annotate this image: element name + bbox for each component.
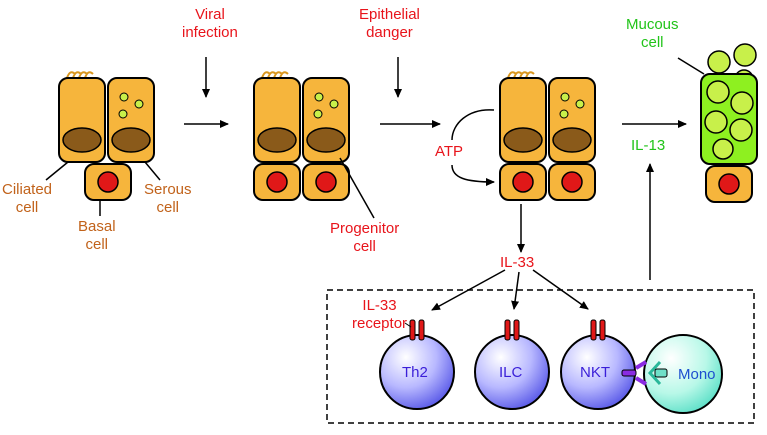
progenitor-leader	[339, 157, 375, 219]
ilc-cell	[474, 334, 550, 410]
epithelium-progenitor	[253, 71, 375, 219]
th2-cell	[379, 334, 455, 410]
progenitor-nucleus	[561, 171, 583, 193]
immune-cells	[379, 319, 723, 414]
mono-label: Mono	[678, 366, 716, 383]
progenitor-nucleus	[315, 171, 337, 193]
epithelium-normal	[45, 71, 161, 216]
progenitor-cell-label: Progenitor cell	[330, 220, 400, 255]
serous-nucleus	[306, 127, 346, 153]
ilc-label: ILC	[499, 364, 523, 381]
serous-nucleus	[552, 127, 592, 153]
granule	[560, 92, 570, 102]
mucous-granule	[707, 50, 731, 74]
mucous-cell-label: Mucous cell	[626, 16, 679, 51]
ciliated-nucleus	[62, 127, 102, 153]
tcr-icon	[621, 360, 648, 386]
mucous-granule	[729, 118, 753, 142]
epithelial-danger-label: Epithelial danger	[359, 6, 420, 41]
ciliated-nucleus	[503, 127, 543, 153]
epithelium-mucous	[677, 43, 758, 203]
receptor-icon	[590, 319, 606, 341]
receptor-icon	[504, 319, 520, 341]
viral-infection-label: Viral infection	[182, 6, 238, 41]
mucous-leader	[677, 57, 705, 75]
atp-loop-bottom	[451, 164, 495, 186]
serous-cell-label: Serous cell	[144, 181, 192, 216]
il33-receptor-label: IL-33 receptor	[352, 297, 408, 332]
progenitor-nucleus	[266, 171, 288, 193]
ciliated-leader	[45, 161, 69, 181]
basal-nucleus	[718, 173, 740, 195]
granule	[118, 109, 128, 119]
serous-nucleus	[111, 127, 151, 153]
granule	[313, 109, 323, 119]
basal-cell-label: Basal cell	[78, 218, 116, 253]
il13-label: IL-13	[631, 137, 666, 154]
il33-to-ilc-arrow	[511, 271, 520, 310]
nkt-label: NKT	[580, 364, 610, 381]
receptor-leader	[404, 322, 412, 328]
granule	[559, 109, 569, 119]
epithelium-danger	[451, 71, 596, 201]
mucous-granule	[706, 80, 730, 104]
cilia-icon	[261, 71, 289, 79]
mucous-granule	[730, 91, 754, 115]
cilia-icon	[507, 71, 535, 79]
cd1d-icon	[647, 360, 668, 386]
th2-label: Th2	[402, 364, 428, 381]
progenitor-nucleus	[512, 171, 534, 193]
mucous-granule	[733, 43, 757, 67]
granule	[329, 99, 339, 109]
basal-nucleus	[97, 171, 119, 193]
granule	[134, 99, 144, 109]
atp-label: ATP	[435, 143, 464, 160]
cilia-icon	[66, 71, 94, 79]
mono-cell	[643, 334, 723, 414]
receptor-icon	[409, 319, 425, 341]
granule	[119, 92, 129, 102]
immune-compartment-box	[326, 289, 755, 424]
mucous-granule	[704, 110, 728, 134]
il33-label: IL-33	[500, 254, 535, 271]
granule	[314, 92, 324, 102]
serous-leader	[144, 161, 161, 181]
atp-loop-top	[451, 109, 495, 141]
ciliated-cell-label: Ciliated cell	[2, 181, 53, 216]
granule	[575, 99, 585, 109]
ciliated-nucleus	[257, 127, 297, 153]
mucous-granule	[712, 138, 734, 160]
